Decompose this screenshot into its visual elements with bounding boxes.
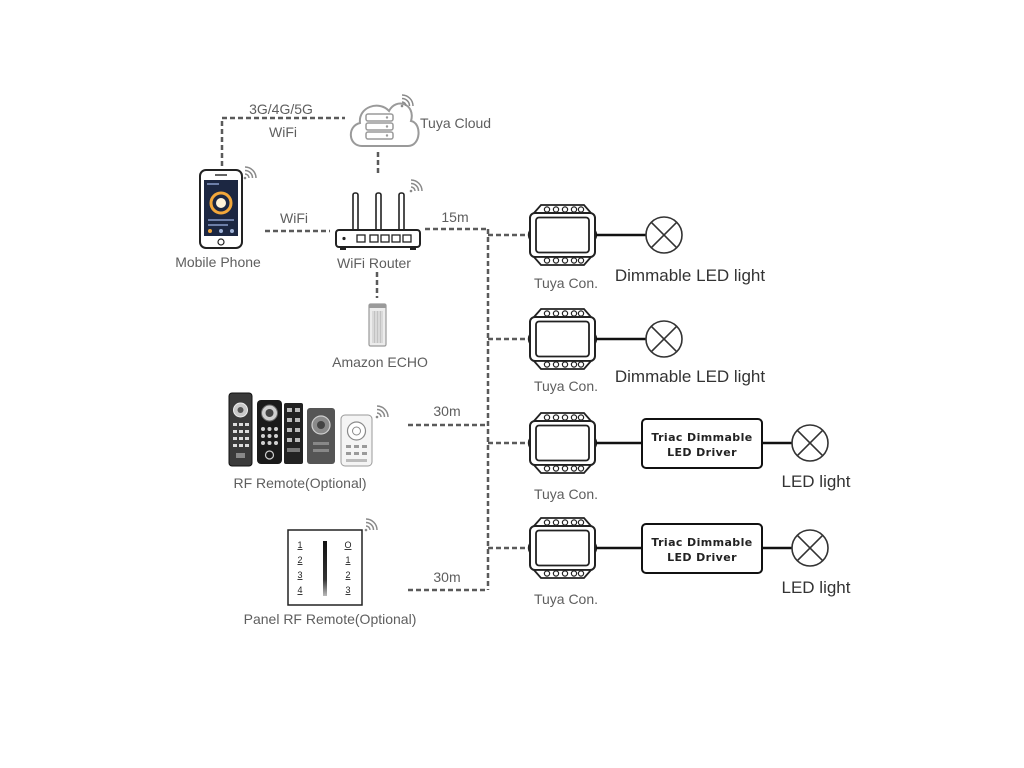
driver-1-line-1: Triac Dimmable xyxy=(651,431,752,444)
tuya-controller-4-label: Tuya Con. xyxy=(534,591,598,607)
driver-2-line-1: Triac Dimmable xyxy=(651,536,752,549)
amazon-echo-icon xyxy=(368,303,387,347)
rf-remote-signal-icon xyxy=(374,405,389,420)
phone-signal-icon xyxy=(242,166,257,181)
panel-key-left-3: 3 xyxy=(297,570,302,580)
cloud-wifi-label: WiFi xyxy=(269,124,297,140)
panel-remote-distance-label: 30m xyxy=(433,569,460,585)
tuya-controller-1-label: Tuya Con. xyxy=(534,275,598,291)
rf-remote-5 xyxy=(340,414,373,467)
panel-signal-icon xyxy=(363,518,378,533)
router-distance-label: 15m xyxy=(441,209,468,225)
phone-cloud-link xyxy=(220,116,345,166)
panel-remote-label: Panel RF Remote(Optional) xyxy=(244,611,417,627)
lamp-icon-1 xyxy=(645,216,683,254)
branch-2-light-label: Dimmable LED light xyxy=(615,367,765,386)
tuya-controller-4 xyxy=(527,517,598,579)
branch-1-light-label: Dimmable LED light xyxy=(615,266,765,285)
rf-remote-1 xyxy=(228,392,253,467)
phone-wifi-label: WiFi xyxy=(280,210,308,226)
branch-3-light-label: LED light xyxy=(782,472,851,491)
cloud-network-label: 3G/4G/5G xyxy=(249,101,313,117)
phone-label: Mobile Phone xyxy=(175,254,261,270)
panel-key-right-2: 1 xyxy=(345,555,350,565)
panel-key-left-2: 2 xyxy=(297,555,302,565)
tuya-controller-3 xyxy=(527,412,598,474)
panel-key-left-4: 4 xyxy=(297,585,302,595)
lamp-icon-3 xyxy=(791,424,829,462)
rf-remote-4 xyxy=(307,408,335,464)
panel-key-right-3: 2 xyxy=(345,570,350,580)
wifi-router-icon xyxy=(335,192,421,250)
cloud-icon xyxy=(349,102,420,147)
cloud-label: Tuya Cloud xyxy=(420,115,491,131)
tuya-controller-2-label: Tuya Con. xyxy=(534,378,598,394)
rf-remote-label: RF Remote(Optional) xyxy=(233,475,366,491)
router-label: WiFi Router xyxy=(337,255,411,271)
lamp-icon-4 xyxy=(791,529,829,567)
driver-2-line-2: LED Driver xyxy=(667,551,737,564)
panel-slider xyxy=(323,541,327,596)
rf-remote-distance-label: 30m xyxy=(433,403,460,419)
driver-1-line-2: LED Driver xyxy=(667,446,737,459)
mobile-phone-icon xyxy=(199,169,243,249)
rf-remote-2 xyxy=(257,400,282,464)
tuya-controller-1 xyxy=(527,204,598,266)
panel-remote-icon: 1 2 3 4 O 1 2 3 xyxy=(287,529,363,606)
lamp-icon-2 xyxy=(645,320,683,358)
echo-label: Amazon ECHO xyxy=(332,354,428,370)
panel-key-right-1: O xyxy=(344,540,351,550)
panel-key-right-4: 3 xyxy=(345,585,350,595)
panel-key-left-1: 1 xyxy=(297,540,302,550)
rf-remote-icons xyxy=(228,392,373,467)
router-signal-icon xyxy=(408,179,423,194)
rf-remote-3 xyxy=(284,403,303,464)
tuya-controller-2 xyxy=(527,308,598,370)
tuya-controller-3-label: Tuya Con. xyxy=(534,486,598,502)
branch-4-light-label: LED light xyxy=(782,578,851,597)
